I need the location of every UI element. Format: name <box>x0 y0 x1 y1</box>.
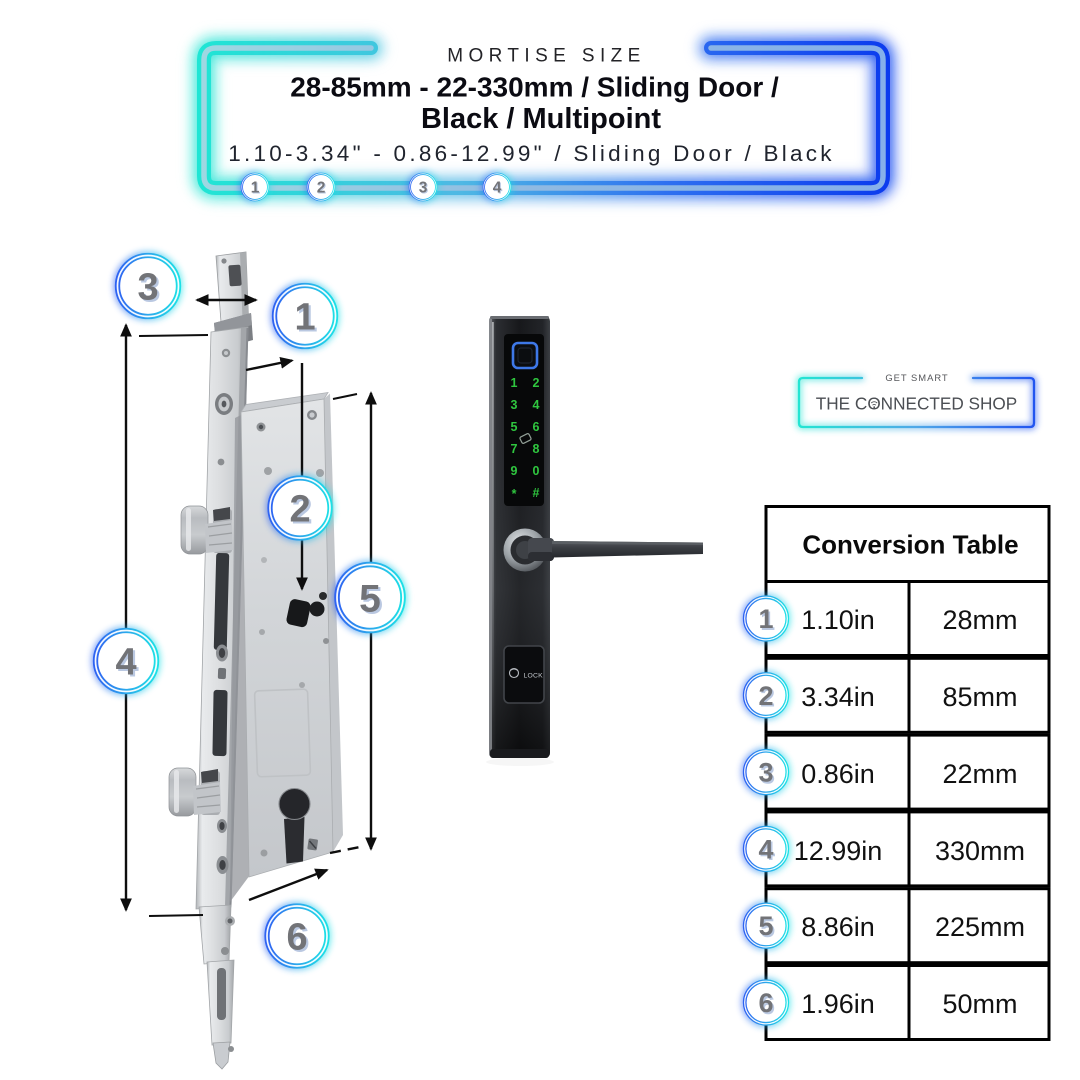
svg-text:2: 2 <box>317 180 326 197</box>
svg-text:3: 3 <box>140 269 161 311</box>
svg-text:1: 1 <box>297 299 318 341</box>
svg-text:4: 4 <box>115 642 136 684</box>
svg-text:2: 2 <box>760 683 775 713</box>
svg-text:4: 4 <box>494 181 503 198</box>
svg-text:4: 4 <box>760 836 775 866</box>
svg-text:8: 8 <box>533 442 540 456</box>
svg-text:9: 9 <box>511 464 518 478</box>
svg-text:*: * <box>512 487 517 501</box>
svg-text:50mm: 50mm <box>942 989 1017 1019</box>
svg-text:12.99in: 12.99in <box>794 836 883 866</box>
svg-text:LOCK: LOCK <box>524 673 544 680</box>
svg-text:4: 4 <box>118 644 139 686</box>
svg-text:Conversion Table: Conversion Table <box>802 530 1018 560</box>
svg-text:1.96in: 1.96in <box>801 989 875 1019</box>
svg-text:5: 5 <box>361 580 383 623</box>
svg-text:5: 5 <box>511 420 518 434</box>
svg-text:5: 5 <box>758 911 773 941</box>
svg-text:1: 1 <box>760 606 775 636</box>
svg-text:2: 2 <box>758 681 773 711</box>
svg-text:4: 4 <box>493 180 502 197</box>
svg-text:28mm: 28mm <box>942 605 1017 635</box>
svg-text:28-85mm - 22-330mm / Sliding D: 28-85mm - 22-330mm / Sliding Door / <box>290 72 779 103</box>
svg-text:#: # <box>533 486 540 500</box>
svg-text:4: 4 <box>533 398 540 412</box>
svg-text:8.86in: 8.86in <box>801 912 875 942</box>
svg-text:1: 1 <box>511 376 518 390</box>
svg-text:225mm: 225mm <box>935 912 1025 942</box>
svg-text:6: 6 <box>289 919 310 961</box>
svg-text:3: 3 <box>419 180 428 197</box>
svg-text:2: 2 <box>533 376 540 390</box>
svg-text:3: 3 <box>758 758 773 788</box>
svg-text:GET SMART: GET SMART <box>885 372 948 383</box>
svg-text:Black / Multipoint: Black / Multipoint <box>421 103 661 135</box>
svg-text:330mm: 330mm <box>935 836 1025 866</box>
svg-text:1: 1 <box>251 180 260 197</box>
svg-text:3.34in: 3.34in <box>801 682 875 712</box>
svg-text:1.10in: 1.10in <box>801 605 875 635</box>
svg-text:MORTISE SIZE: MORTISE SIZE <box>447 46 646 67</box>
svg-text:1: 1 <box>294 297 315 339</box>
svg-text:2: 2 <box>292 491 313 533</box>
svg-text:7: 7 <box>511 442 518 456</box>
svg-text:3: 3 <box>420 181 429 198</box>
svg-text:6: 6 <box>286 917 307 959</box>
svg-text:1: 1 <box>252 181 261 198</box>
svg-text:0.86in: 0.86in <box>801 759 875 789</box>
svg-text:85mm: 85mm <box>942 682 1017 712</box>
svg-text:3: 3 <box>511 398 518 412</box>
svg-text:3: 3 <box>137 267 158 309</box>
svg-text:6: 6 <box>760 990 775 1020</box>
svg-text:22mm: 22mm <box>942 759 1017 789</box>
svg-text:THE CONNECTED SHOP: THE CONNECTED SHOP <box>816 394 1018 414</box>
svg-text:3: 3 <box>760 759 775 789</box>
svg-text:2: 2 <box>318 181 327 198</box>
svg-text:1.10-3.34" - 0.86-12.99" / Sli: 1.10-3.34" - 0.86-12.99" / Sliding Door … <box>228 141 834 166</box>
svg-text:2: 2 <box>289 489 310 531</box>
svg-text:4: 4 <box>758 834 773 864</box>
svg-text:0: 0 <box>533 464 540 478</box>
svg-text:6: 6 <box>533 420 540 434</box>
svg-text:6: 6 <box>758 988 773 1018</box>
svg-text:5: 5 <box>359 578 381 621</box>
svg-text:5: 5 <box>760 913 775 943</box>
svg-text:1: 1 <box>758 604 773 634</box>
